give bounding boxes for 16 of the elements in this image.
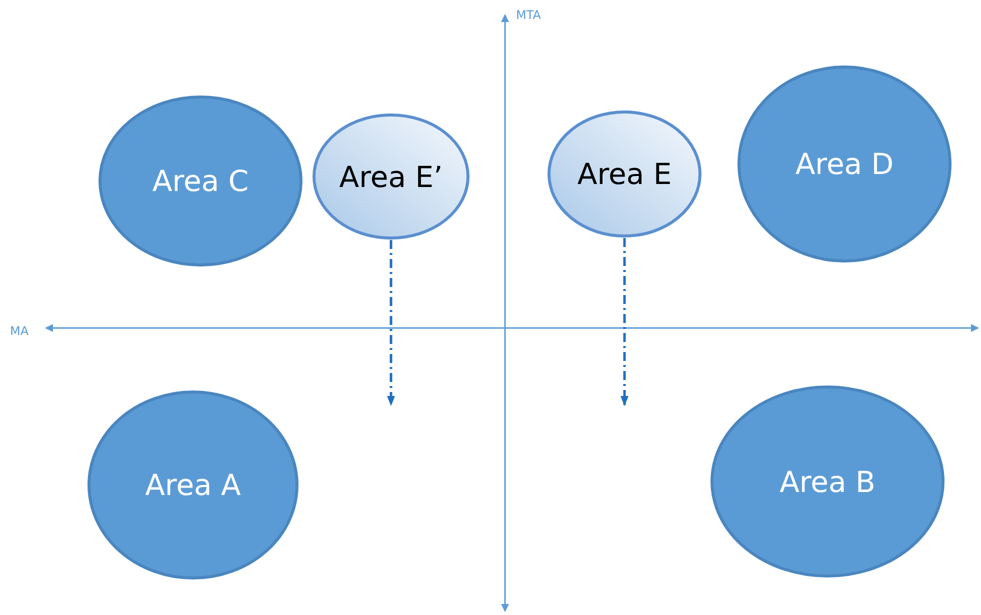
area-label: Area C [151, 164, 250, 198]
area-circle [312, 113, 470, 240]
area-label: Area E’ [338, 160, 444, 194]
area-label: Area A [144, 468, 242, 502]
area-circle [98, 95, 303, 267]
axis-label: MA [10, 324, 29, 338]
area-label: Area B [778, 464, 876, 498]
area-label: Area E [576, 157, 673, 191]
area-label: Area D [794, 147, 895, 181]
dashed-arrow [387, 240, 395, 406]
area-circle [710, 385, 945, 578]
axis-label: MTA [516, 8, 541, 22]
area-circle [547, 110, 702, 238]
area-circle [737, 65, 952, 263]
dashed-arrow [620, 238, 628, 406]
area-circle [87, 390, 299, 580]
